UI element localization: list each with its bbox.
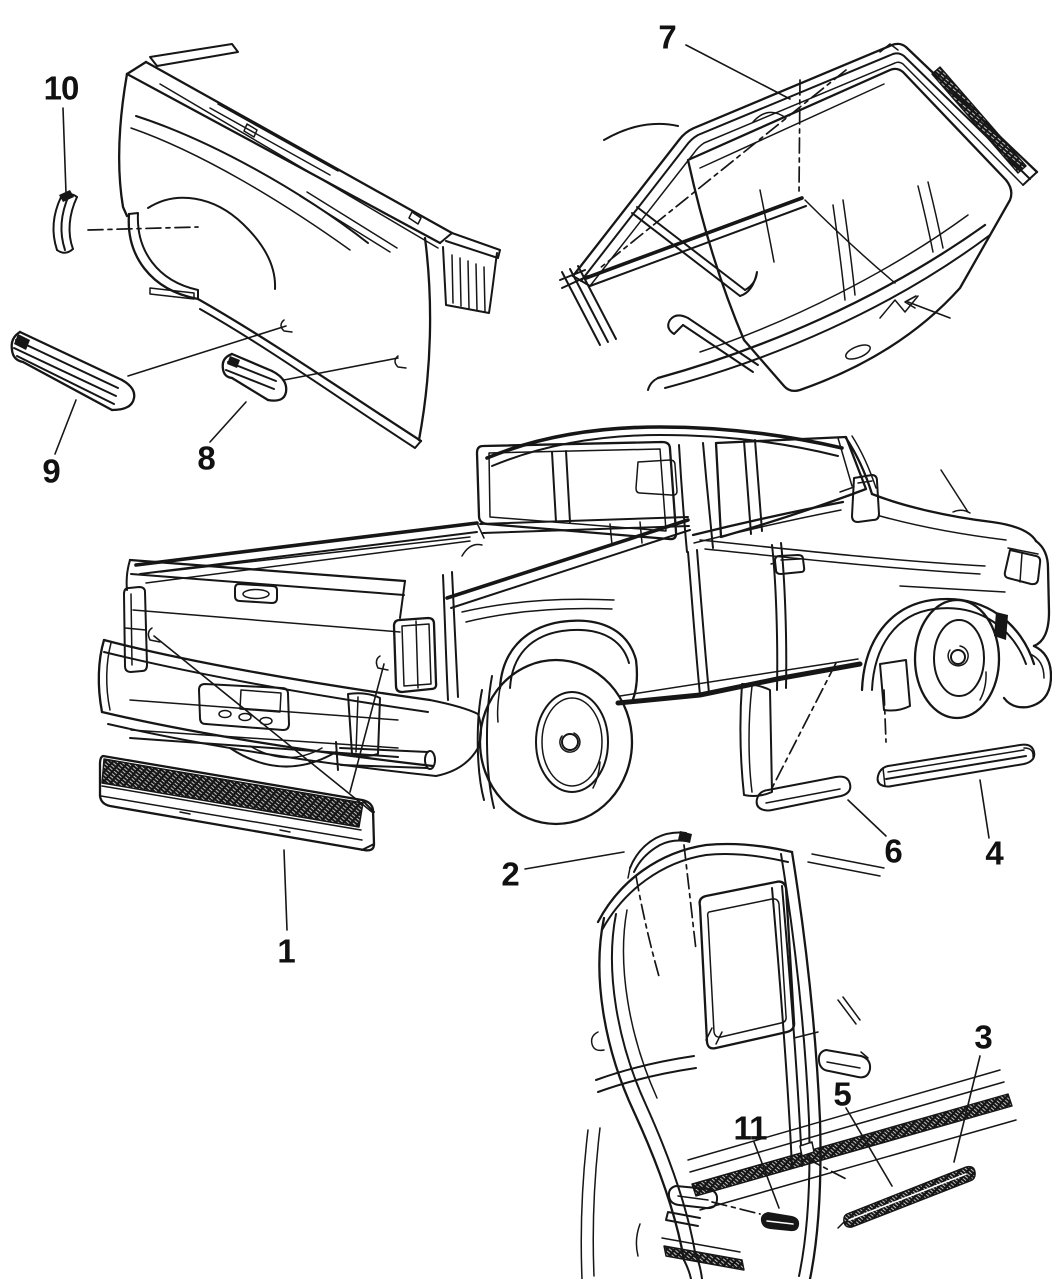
- right-taillight: [392, 616, 438, 694]
- callout-3: 3: [974, 1018, 992, 1056]
- part-11-clip: [711, 1141, 800, 1232]
- pocket-cutout: [817, 1049, 872, 1079]
- attach-line-8: [283, 357, 399, 381]
- callout-2: 2: [501, 855, 519, 893]
- attach-line-1b: [349, 663, 385, 793]
- leader-line-7: [685, 44, 791, 100]
- leader-line-6: [847, 799, 887, 837]
- part-7-windshield-moulding: [571, 42, 1039, 287]
- headlight: [1003, 547, 1042, 586]
- rear-mud-flap: [739, 683, 773, 797]
- part-4-moulding: [876, 689, 1036, 839]
- tailgate: [125, 558, 407, 758]
- centerline-10: [87, 226, 199, 231]
- callout-9-label: 9: [42, 452, 60, 490]
- cowl-panel: [647, 214, 991, 391]
- side-mirror: [839, 474, 880, 523]
- callout-6: 6: [884, 832, 902, 870]
- callout-7: 7: [658, 18, 676, 56]
- quarter-window: [698, 880, 796, 1050]
- right-rear-mud-flap: [347, 692, 381, 757]
- part-1-moulding: [98, 754, 376, 931]
- callout-6-label: 6: [884, 832, 902, 870]
- leader-line-2: [524, 851, 625, 870]
- callout-5: 5: [833, 1075, 851, 1113]
- rear-fender-flare: [496, 619, 639, 723]
- leader-line-1: [283, 849, 288, 931]
- leader-line-9: [54, 399, 77, 455]
- callout-1-label: 1: [277, 932, 295, 970]
- leader-line-8: [209, 401, 247, 443]
- door-handle: [770, 554, 806, 575]
- windshield-figure: [559, 42, 1039, 393]
- part-10-moulding: [52, 107, 199, 254]
- attach-line-9: [127, 325, 287, 377]
- part-9-moulding: [10, 325, 287, 455]
- leader-line-10: [62, 107, 67, 194]
- callout-3-label: 3: [974, 1018, 992, 1056]
- leader-line-4: [979, 779, 990, 839]
- callout-8: 8: [197, 439, 215, 477]
- cab-rear-window: [475, 440, 678, 541]
- truck-figure: [97, 425, 1052, 826]
- windshield-glass: [686, 67, 1013, 393]
- callout-1: 1: [277, 932, 295, 970]
- callout-11: 11: [733, 1109, 768, 1147]
- attach-line-1a: [153, 635, 373, 813]
- part-3-5-sill-strip: [805, 1055, 981, 1229]
- callout-4-label: 4: [985, 834, 1003, 872]
- hitch-tube: [335, 741, 436, 771]
- callout-2-label: 2: [501, 855, 519, 893]
- rear-bumper: [97, 638, 482, 777]
- leader-line-5: [845, 1107, 893, 1187]
- callout-7-label: 7: [658, 18, 676, 56]
- cab-corner-figure: [524, 831, 1017, 1279]
- left-taillight: [123, 586, 148, 673]
- callout-10: 10: [43, 69, 80, 107]
- side-moulding-bar: [631, 206, 758, 297]
- callout-11-label: 11: [733, 1109, 768, 1147]
- bed-side-panel-figure: [117, 43, 501, 449]
- pillar-foot: [635, 1185, 745, 1279]
- rear-wheels: [476, 658, 634, 826]
- callout-10-label: 10: [43, 69, 80, 107]
- callout-8-label: 8: [197, 439, 215, 477]
- part-6-moulding: [755, 662, 887, 837]
- leader-line-3: [953, 1055, 981, 1163]
- callout-5-label: 5: [833, 1075, 851, 1113]
- door-windows: [714, 435, 868, 539]
- part-8-moulding: [209, 352, 399, 443]
- rocker-sill: [615, 661, 863, 706]
- callout-9: 9: [42, 452, 60, 490]
- front-wheel: [913, 598, 1001, 720]
- antenna: [940, 469, 969, 513]
- leader-line-11: [753, 1141, 780, 1209]
- front-bumper: [994, 612, 1052, 709]
- sill-lines: [687, 1069, 1017, 1211]
- callout-4: 4: [985, 834, 1003, 872]
- part-2-moulding: [524, 831, 697, 981]
